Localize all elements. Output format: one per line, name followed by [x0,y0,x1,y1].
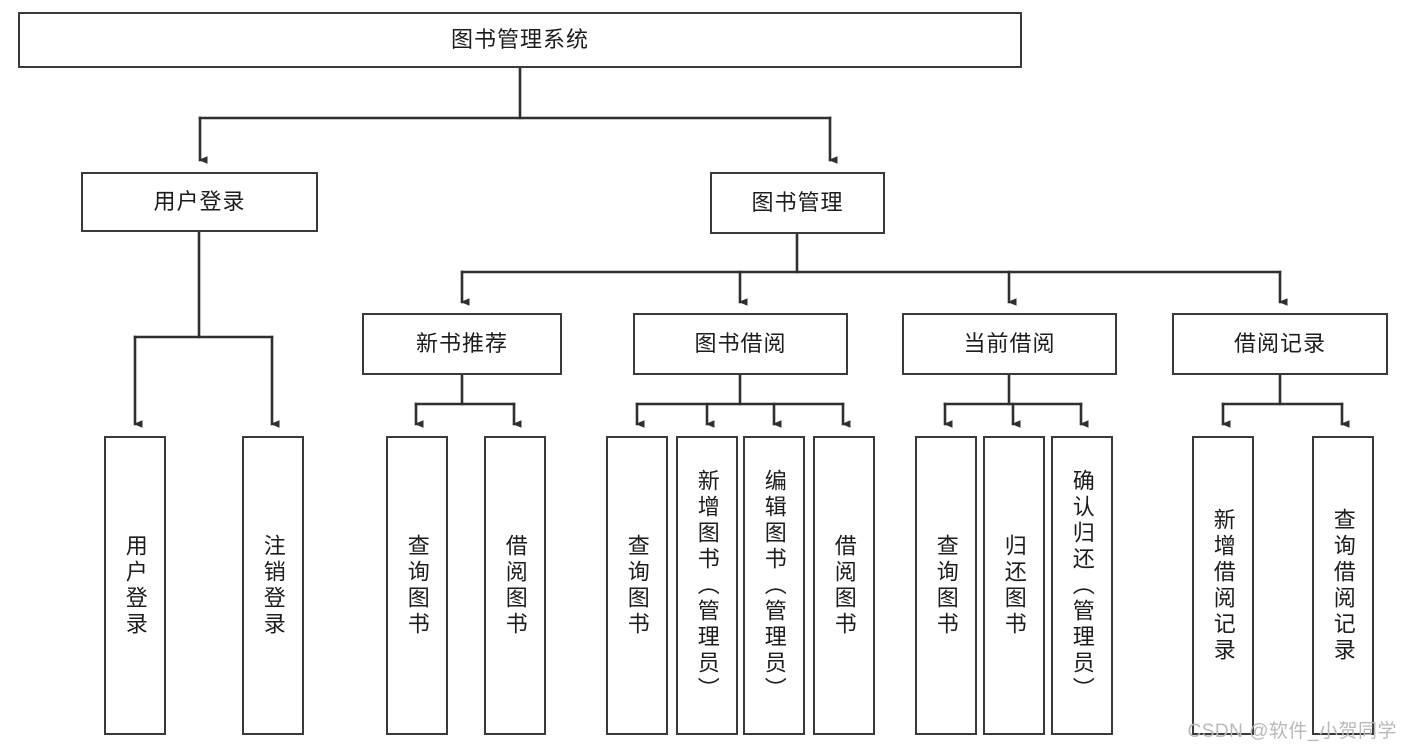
node-label: 编辑图书（管理员） [761,468,787,703]
node-label: 查询图书 [624,533,650,638]
leaf-add-record[interactable]: 新增借阅记录 [1192,436,1254,735]
node-label: 用户登录 [153,188,246,214]
leaf-borrow-book-2[interactable]: 借阅图书 [813,436,875,735]
leaf-user-login[interactable]: 用户登录 [104,436,166,735]
leaf-return-book[interactable]: 归还图书 [983,436,1045,735]
leaf-query-book-3[interactable]: 查询图书 [915,436,977,735]
node-label: 确认归还（管理员） [1069,468,1095,703]
node-label: 查询图书 [404,533,430,638]
leaf-query-book-1[interactable]: 查询图书 [386,436,448,735]
node-label: 归还图书 [1001,533,1027,638]
leaf-query-book-2[interactable]: 查询图书 [606,436,668,735]
node-label: 借阅记录 [1233,330,1326,356]
node-label: 用户登录 [122,533,148,638]
node-borrow-record[interactable]: 借阅记录 [1172,313,1388,375]
node-label: 新增图书（管理员） [694,468,720,703]
node-current-borrow[interactable]: 当前借阅 [902,313,1117,375]
node-label: 图书管理 [751,189,844,215]
node-label: 新增借阅记录 [1210,507,1236,664]
leaf-add-book[interactable]: 新增图书（管理员） [676,436,738,735]
node-label: 新书推荐 [415,330,508,356]
node-user-login[interactable]: 用户登录 [81,172,318,232]
node-label: 借阅图书 [831,533,857,638]
node-label: 查询借阅记录 [1330,507,1356,664]
node-label: 借阅图书 [502,533,528,638]
leaf-query-record[interactable]: 查询借阅记录 [1312,436,1374,735]
node-new-book-recommend[interactable]: 新书推荐 [362,313,562,375]
leaf-logout-login[interactable]: 注销登录 [242,436,304,735]
node-label: 注销登录 [260,533,286,638]
leaf-confirm-return[interactable]: 确认归还（管理员） [1051,436,1113,735]
leaf-borrow-book-1[interactable]: 借阅图书 [484,436,546,735]
node-label: 图书管理系统 [450,26,589,52]
node-book-manage[interactable]: 图书管理 [710,172,885,234]
node-label: 查询图书 [933,533,959,638]
node-root-book-management-system[interactable]: 图书管理系统 [18,12,1022,68]
node-label: 图书借阅 [694,330,787,356]
csdn-watermark: CSDN @软件_小贺同学 [1187,721,1397,742]
leaf-edit-book[interactable]: 编辑图书（管理员） [743,436,805,735]
node-label: 当前借阅 [963,330,1056,356]
node-book-borrow[interactable]: 图书借阅 [633,313,848,375]
